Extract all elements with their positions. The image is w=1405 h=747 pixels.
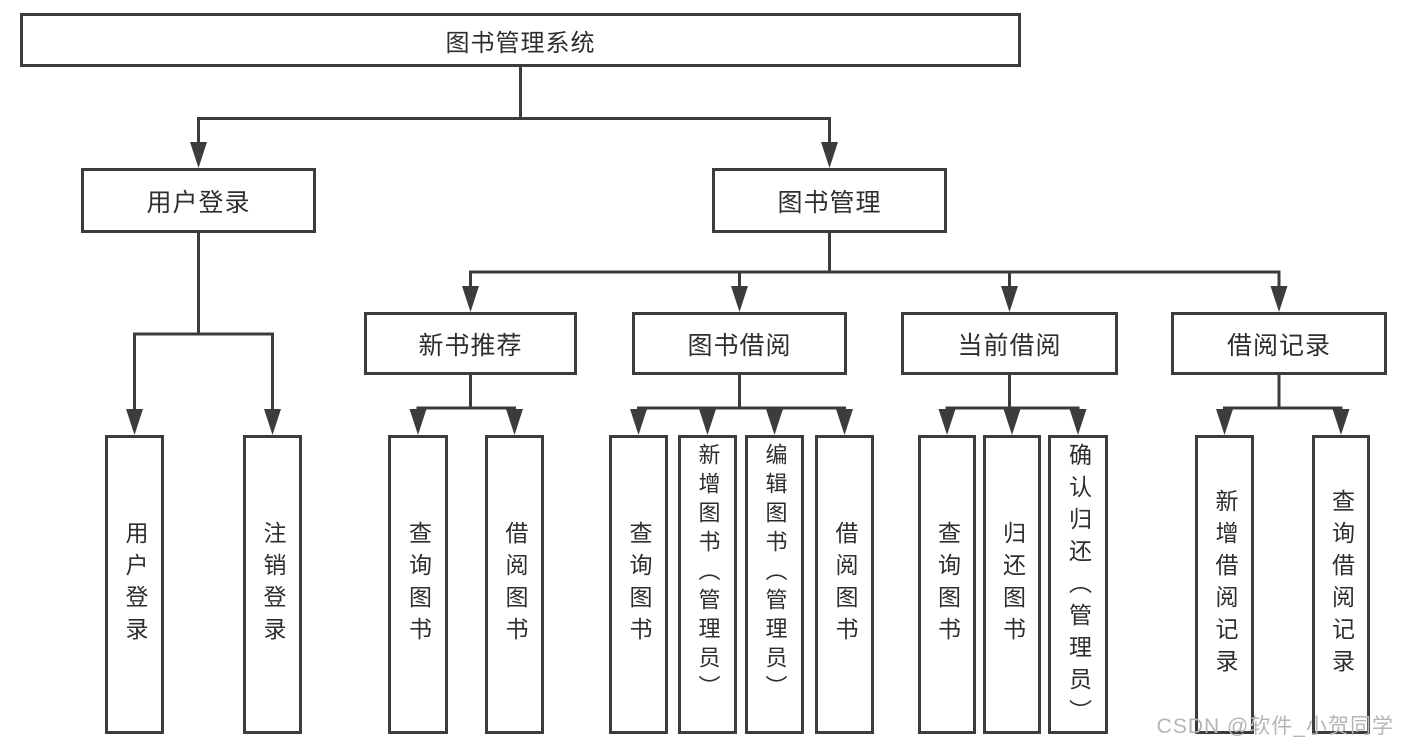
node-user-login: 用户登录 — [81, 168, 316, 233]
leaf-label: 编辑图书（管理员） — [762, 443, 788, 704]
leaf-label: 借阅图书 — [832, 520, 858, 649]
leaf-label: 注销登录 — [260, 520, 286, 649]
leaf-logout: 注销登录 — [243, 435, 302, 734]
leaf-label: 借阅图书 — [502, 520, 528, 649]
leaf-label: 查询图书 — [405, 520, 432, 649]
leaf-add-borrow-record: 新增借阅记录 — [1195, 435, 1254, 734]
node-borrow-records: 借阅记录 — [1171, 312, 1387, 375]
leaf-borrow-books-recommend: 借阅图书 — [485, 435, 544, 734]
leaf-add-book-admin: 新增图书（管理员） — [678, 435, 737, 734]
node-book-borrow: 图书借阅 — [632, 312, 847, 375]
leaf-query-books-recommend: 查询图书 — [388, 435, 448, 734]
node-new-book-recommend: 新书推荐 — [364, 312, 577, 375]
leaf-query-books-borrow: 查询图书 — [609, 435, 668, 734]
leaf-edit-book-admin: 编辑图书（管理员） — [745, 435, 804, 734]
leaf-label: 新增借阅记录 — [1212, 488, 1238, 681]
node-root: 图书管理系统 — [20, 13, 1021, 67]
leaf-label: 查询图书 — [626, 520, 652, 649]
leaf-borrow-books-borrow: 借阅图书 — [815, 435, 874, 734]
leaf-label: 确认归还（管理员） — [1065, 443, 1092, 731]
node-current-borrow: 当前借阅 — [901, 312, 1118, 375]
leaf-user-login: 用户登录 — [105, 435, 164, 734]
leaf-query-books-current: 查询图书 — [918, 435, 976, 734]
leaf-label: 归还图书 — [999, 520, 1026, 649]
watermark: CSDN @软件_小贺同学 — [1156, 715, 1394, 738]
leaf-label: 查询借阅记录 — [1328, 488, 1355, 681]
leaf-return-book: 归还图书 — [983, 435, 1041, 734]
leaf-label: 新增图书（管理员） — [695, 443, 721, 704]
node-book-management: 图书管理 — [712, 168, 947, 233]
leaf-label: 用户登录 — [122, 520, 148, 649]
leaf-query-borrow-record: 查询借阅记录 — [1312, 435, 1370, 734]
leaf-confirm-return-admin: 确认归还（管理员） — [1048, 435, 1108, 734]
leaf-label: 查询图书 — [934, 520, 961, 649]
